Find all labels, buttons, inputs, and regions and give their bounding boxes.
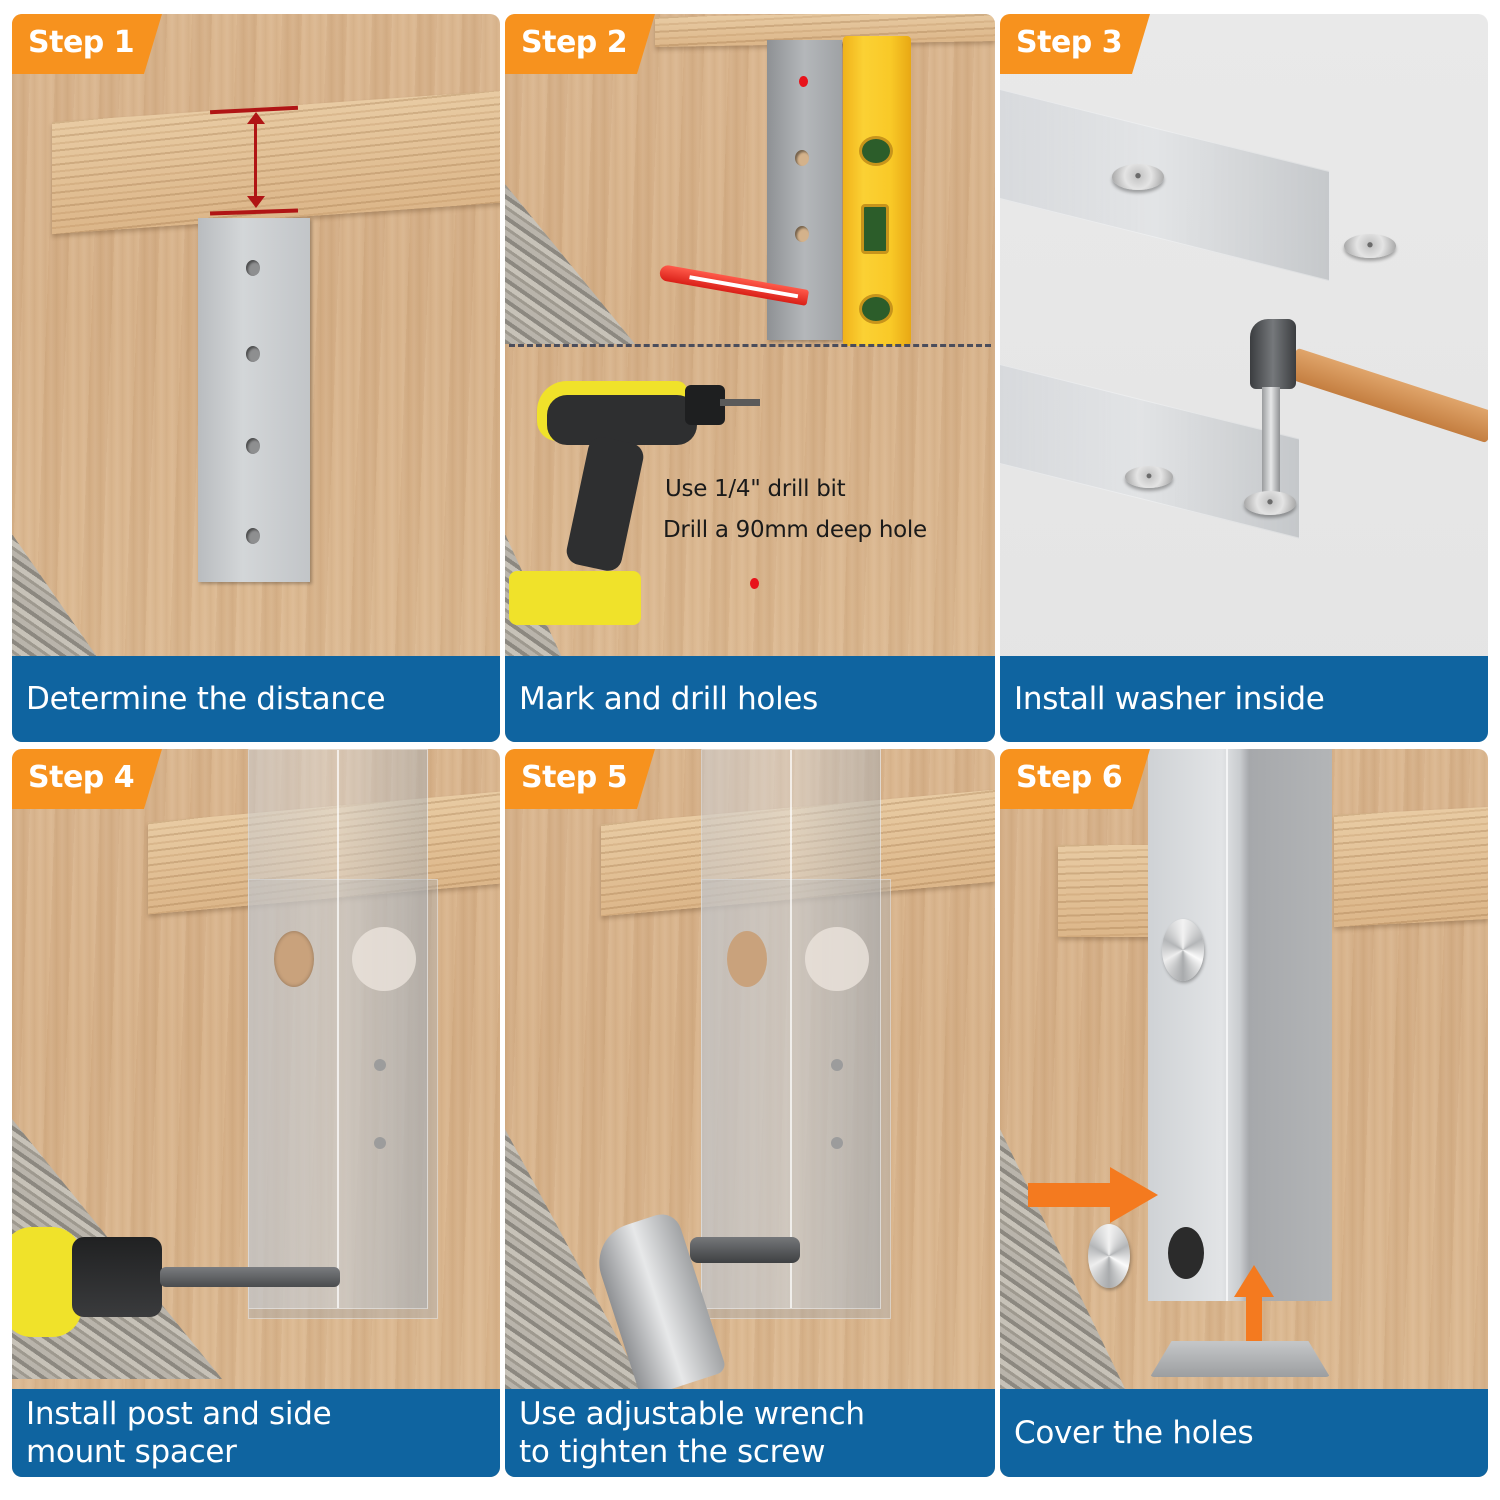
- level-vial: [859, 136, 893, 166]
- washer: [1112, 164, 1164, 190]
- pencil-mark: [799, 76, 808, 87]
- step-6-caption: Cover the holes: [1000, 1389, 1488, 1477]
- hammer-icon: [1240, 299, 1488, 529]
- base-plate-cover: [1150, 1341, 1330, 1377]
- hole-cover-cap: [1162, 919, 1204, 981]
- plate-hole: [246, 528, 260, 544]
- arrow-right-icon: [1028, 1167, 1158, 1223]
- wood-rail-left: [1058, 845, 1154, 937]
- mount-plate: [198, 218, 310, 582]
- plate-hole: [246, 346, 260, 362]
- square-post-upper: [1000, 84, 1330, 282]
- plate-hole: [795, 226, 809, 242]
- loose-cover-cap: [1088, 1224, 1130, 1288]
- hammer-head: [1250, 319, 1296, 389]
- step-4-caption: Install post and side mount spacer: [12, 1389, 500, 1477]
- screw-head: [831, 1137, 843, 1149]
- drill-grip: [564, 434, 646, 574]
- cordless-drill-icon: [505, 359, 765, 639]
- post-edge: [790, 750, 792, 1308]
- step-1-panel: Step 1 Determine the distance: [12, 14, 500, 742]
- measure-arrow-down-icon: [247, 196, 265, 208]
- screw-head: [831, 1059, 843, 1071]
- open-hole: [1168, 1227, 1204, 1279]
- socket-bit: [1262, 387, 1280, 497]
- tile-floor: [12, 534, 102, 664]
- plate-hole: [246, 260, 260, 276]
- arrow-up-icon: [1234, 1265, 1274, 1341]
- hammer-handle: [1287, 347, 1488, 444]
- step-3-panel: Step 3 Install washer inside: [1000, 14, 1488, 742]
- hex-washer: [352, 927, 416, 991]
- screw-head: [374, 1137, 386, 1149]
- section-divider: [509, 344, 991, 347]
- step-2-badge: Step 2: [505, 14, 655, 74]
- step-4-panel: Step 4 Install post and side mount space…: [12, 749, 500, 1477]
- step-3-badge: Step 3: [1000, 14, 1150, 74]
- drill-battery: [509, 571, 641, 625]
- measure-shaft: [254, 122, 257, 198]
- step-5-panel: Step 5 Use adjustable wrench to tighten …: [505, 749, 995, 1477]
- post-face-split: [1226, 749, 1228, 1301]
- bolt-hole: [727, 931, 767, 987]
- drill-chuck: [685, 385, 725, 425]
- drill-housing: [547, 395, 697, 445]
- step-2-panel: Step 2 Use 1/4" drill bit Drill a 90mm d…: [505, 14, 995, 742]
- step-4-badge: Step 4: [12, 749, 162, 809]
- washer: [1125, 466, 1173, 488]
- drill-bit: [720, 399, 760, 406]
- wood-rail-right: [1334, 806, 1488, 928]
- step-3-caption: Install washer inside: [1000, 656, 1488, 742]
- step-6-panel: Step 6 Cover the holes: [1000, 749, 1488, 1477]
- washer-on-bit: [1244, 491, 1296, 515]
- level-vial: [861, 204, 889, 254]
- cordless-drill-icon: [12, 1227, 352, 1337]
- drill-collar: [12, 1227, 82, 1337]
- post-edge: [337, 750, 339, 1308]
- step-6-badge: Step 6: [1000, 749, 1150, 809]
- square-post: [1148, 749, 1332, 1301]
- drill-instruction-line-1: Use 1/4" drill bit: [665, 476, 846, 502]
- spirit-level: [843, 36, 911, 346]
- step-1-caption: Determine the distance: [12, 656, 500, 742]
- square-post: [248, 749, 428, 1309]
- step-2-caption: Mark and drill holes: [505, 656, 995, 742]
- tile-floor: [505, 184, 635, 344]
- step-5-badge: Step 5: [505, 749, 655, 809]
- step-5-caption: Use adjustable wrench to tighten the scr…: [505, 1389, 995, 1477]
- screw-head: [374, 1059, 386, 1071]
- washer-loose: [1344, 234, 1396, 258]
- drill-chuck: [72, 1237, 162, 1317]
- drill-mark: [750, 578, 759, 589]
- drill-instruction-line-2: Drill a 90mm deep hole: [663, 517, 927, 543]
- measure-arrow-up-icon: [247, 112, 265, 124]
- socket-extension: [690, 1237, 800, 1263]
- driver-bit: [160, 1267, 340, 1287]
- bolt-hole: [274, 931, 314, 987]
- square-post: [701, 749, 881, 1309]
- plate-hole: [795, 150, 809, 166]
- hex-washer: [805, 927, 869, 991]
- plate-hole: [246, 438, 260, 454]
- level-vial: [859, 294, 893, 324]
- step-1-badge: Step 1: [12, 14, 162, 74]
